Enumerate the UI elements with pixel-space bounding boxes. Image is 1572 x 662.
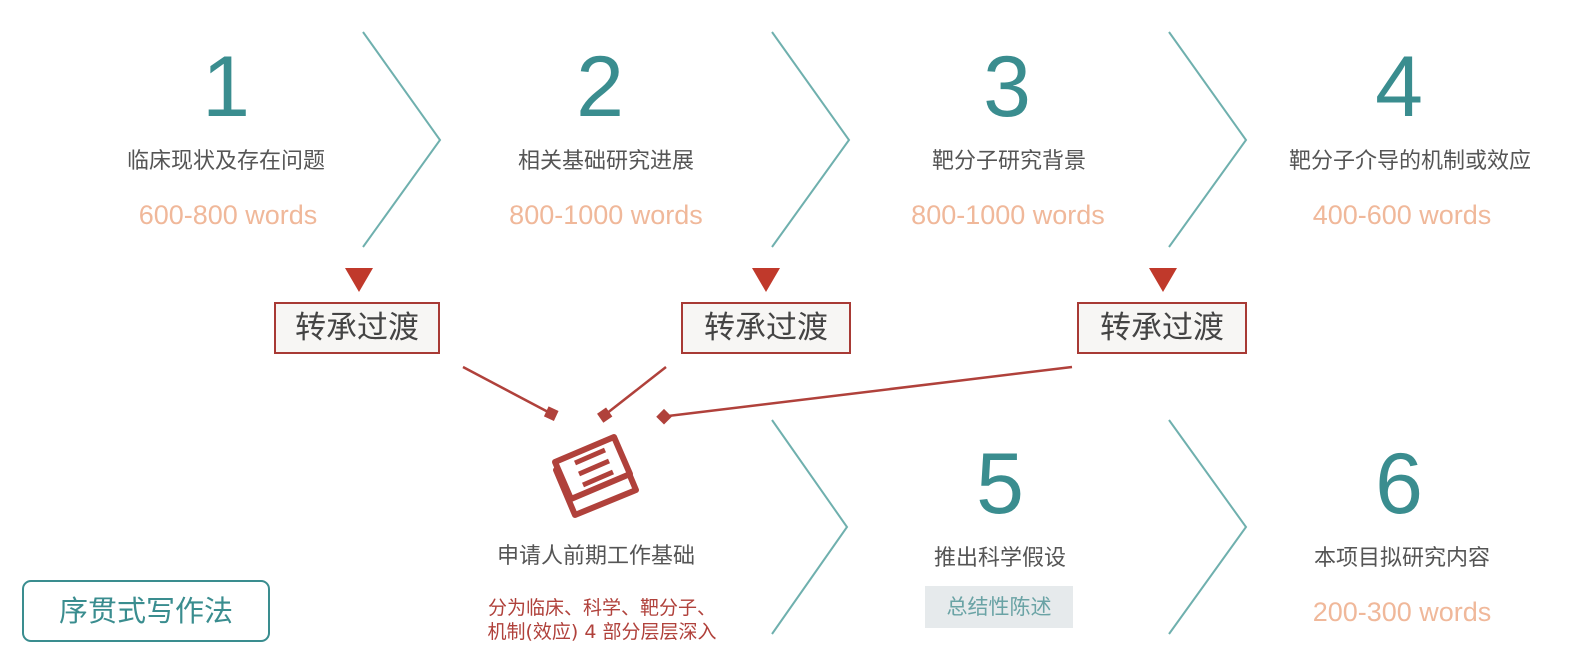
chevron-arrow-2-3 [771, 31, 851, 248]
down-triangle-icon [1149, 268, 1177, 292]
step-3-title: 靶分子研究背景 [931, 149, 1086, 174]
foundation-title: 申请人前期工作基础 [496, 544, 695, 569]
connector-end-marker [597, 407, 613, 423]
down-triangle-icon [752, 268, 780, 292]
transition-box-1: 转承过渡 [274, 302, 440, 354]
connector-end-marker [543, 406, 559, 421]
step-3-number: 3 [983, 39, 1031, 135]
summary-badge: 总结性陈述 [925, 586, 1073, 628]
step-1-word-count: 600-800 words [138, 200, 318, 230]
step-6-word-count: 200-300 words [1312, 597, 1492, 627]
step-1-title: 临床现状及存在问题 [126, 149, 325, 174]
step-4-word-count: 400-600 words [1312, 200, 1492, 230]
step-4-title: 靶分子介导的机制或效应 [1288, 149, 1531, 174]
step-2-word-count: 800-1000 words [509, 200, 703, 230]
step-3-word-count: 800-1000 words [911, 200, 1105, 230]
step-2-number: 2 [576, 39, 624, 135]
document-stack-icon [552, 434, 639, 518]
foundation-description-line2: 机制(效应) 4 部分层层深入 [487, 621, 717, 643]
method-label: 序贯式写作法 [22, 580, 270, 642]
down-triangle-icon [345, 268, 373, 292]
connector-end-marker [656, 408, 672, 425]
transition-box-2: 转承过渡 [681, 302, 851, 354]
step-2-title: 相关基础研究进展 [517, 149, 694, 174]
connector-line-1 [462, 365, 551, 415]
connector-line-2 [605, 366, 667, 415]
chevron-arrow-3-4 [1168, 31, 1248, 248]
step-4-number: 4 [1375, 39, 1423, 135]
chevron-arrow-1-2 [362, 31, 442, 248]
connector-line-3 [667, 365, 1073, 418]
step-5-title: 推出科学假设 [933, 546, 1066, 571]
step-6-number: 6 [1375, 436, 1423, 532]
step-6-title: 本项目拟研究内容 [1313, 546, 1490, 571]
step-1-number: 1 [202, 39, 250, 135]
chevron-arrow-foundation-5 [771, 419, 849, 635]
chevron-arrow-5-6 [1168, 419, 1248, 635]
foundation-description-line1: 分为临床、科学、靶分子、 [487, 597, 716, 619]
step-5-number: 5 [976, 436, 1024, 532]
transition-box-3: 转承过渡 [1077, 302, 1247, 354]
